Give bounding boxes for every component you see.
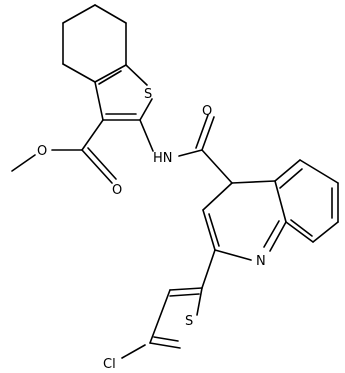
amide-linkage <box>139 114 233 184</box>
chlorothiophene-ring <box>121 249 216 359</box>
atom-labels: S O HN O O N S Cl <box>37 87 266 372</box>
atom-o-ester-double: O <box>112 183 122 198</box>
atom-s-chlorothiophene: S <box>185 314 193 329</box>
cyclohexane-ring <box>62 4 127 83</box>
atom-o-carbonyl: O <box>202 104 212 119</box>
quinoline-benzene-ring <box>274 159 339 243</box>
atom-cl: Cl <box>103 357 116 372</box>
methyl-ester-group <box>11 119 117 184</box>
atom-n-quinoline: N <box>256 254 266 269</box>
thiophene-ring <box>94 64 153 121</box>
atom-nh-amide: HN <box>153 151 173 166</box>
quinoline-pyridine-ring <box>202 180 287 261</box>
atom-s-thiophene: S <box>144 87 152 102</box>
atom-o-ester-single: O <box>37 144 47 159</box>
